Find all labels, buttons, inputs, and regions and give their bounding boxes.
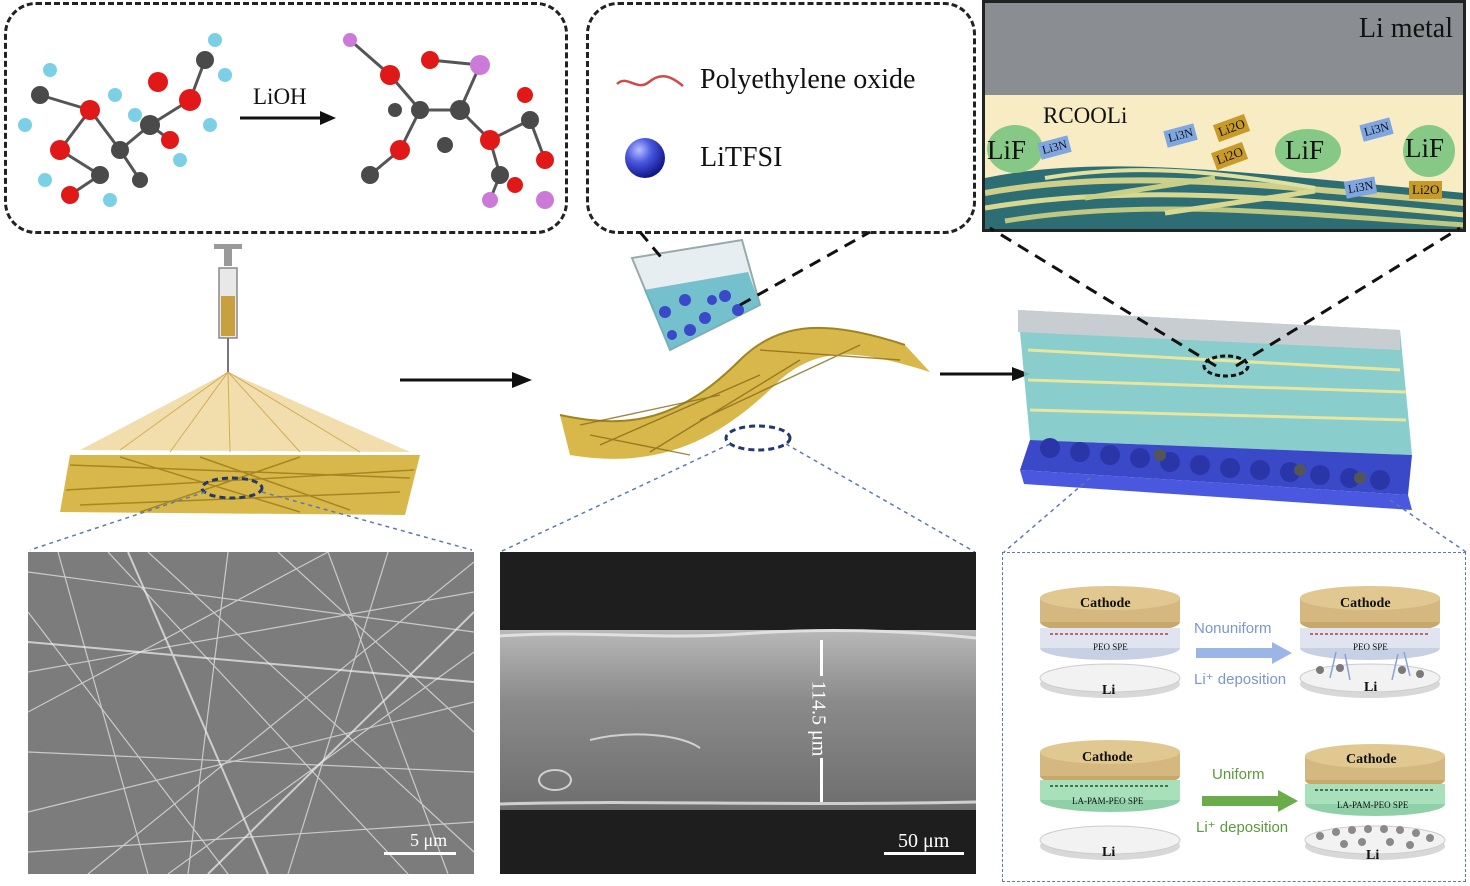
li-metal-label: Li metal — [1358, 13, 1453, 44]
li-label-1: Li — [1102, 683, 1116, 698]
lif-bubble-right — [1403, 125, 1455, 177]
sem-cross-scale-label: 50 μm — [898, 830, 950, 852]
process-arrow-1 — [400, 372, 532, 388]
la-spe-label-1: LA-PAM-PEO SPE — [1072, 796, 1144, 806]
fiber-layer — [985, 166, 1463, 229]
uniform-arrow — [1202, 790, 1298, 812]
cathode-label-1: Cathode — [1080, 596, 1131, 611]
li-label-2: Li — [1364, 680, 1378, 695]
sem-cross-scale-bar — [884, 852, 964, 855]
deposition-label-1: Li⁺ deposition — [1194, 671, 1287, 688]
nonuniform-label: Nonuniform — [1194, 620, 1272, 637]
legend-panel — [586, 2, 976, 234]
peo-legend-label: Polyethylene oxide — [700, 64, 916, 95]
li-label-3: Li — [1102, 845, 1116, 860]
comparison-panel — [1002, 552, 1466, 882]
uniform-label: Uniform — [1212, 766, 1265, 783]
lif-label-left: LiF — [987, 135, 1027, 165]
lif-bubble-left — [987, 125, 1043, 173]
peo-spe-label-2: PEO SPE — [1353, 642, 1388, 652]
sem-surface-fibers — [28, 552, 474, 874]
reagent-label: LiOH — [253, 84, 307, 109]
sem-cross-texture — [500, 629, 976, 806]
reaction-arrow — [240, 111, 336, 125]
li-metal-layer — [985, 3, 1463, 95]
sem-surface-image: 5 μm — [28, 552, 474, 874]
cathode-label-2: Cathode — [1340, 596, 1391, 611]
sem-cross-image: 114.5 μm 50 μm — [500, 552, 976, 874]
sem-cross-membrane — [500, 630, 976, 810]
molecule-reaction-panel — [4, 2, 568, 234]
lif-label-mid: LiF — [1285, 135, 1325, 165]
cathode-label-3: Cathode — [1082, 750, 1133, 765]
interface-inset: Li metal RCOOLi LiF LiF LiF Li3N Li3N Li… — [982, 0, 1466, 232]
sem-surface-scale-bar — [384, 852, 456, 855]
lif-bubble-mid — [1275, 129, 1341, 173]
li-label-4: Li — [1366, 848, 1380, 863]
rcooli-label: RCOOLi — [1043, 103, 1128, 128]
li2o-tag-3: Li2O — [1409, 181, 1443, 199]
cathode-label-4: Cathode — [1346, 752, 1397, 767]
deposition-label-2: Li⁺ deposition — [1196, 819, 1289, 836]
peo-chain-icon — [616, 74, 684, 87]
peo-spe-label-1: PEO SPE — [1093, 642, 1128, 652]
litfsi-sphere-icon — [625, 138, 665, 178]
process-arrow-2 — [940, 367, 1030, 381]
sem-surface-scale-label: 5 μm — [410, 830, 448, 850]
thickness-line-bottom — [820, 758, 823, 802]
lif-label-right: LiF — [1405, 133, 1445, 163]
nonuniform-arrow — [1196, 642, 1292, 664]
thickness-line-top — [820, 640, 823, 676]
litfsi-legend-label: LiTFSI — [700, 142, 783, 173]
la-spe-label-2: LA-PAM-PEO SPE — [1337, 800, 1409, 810]
